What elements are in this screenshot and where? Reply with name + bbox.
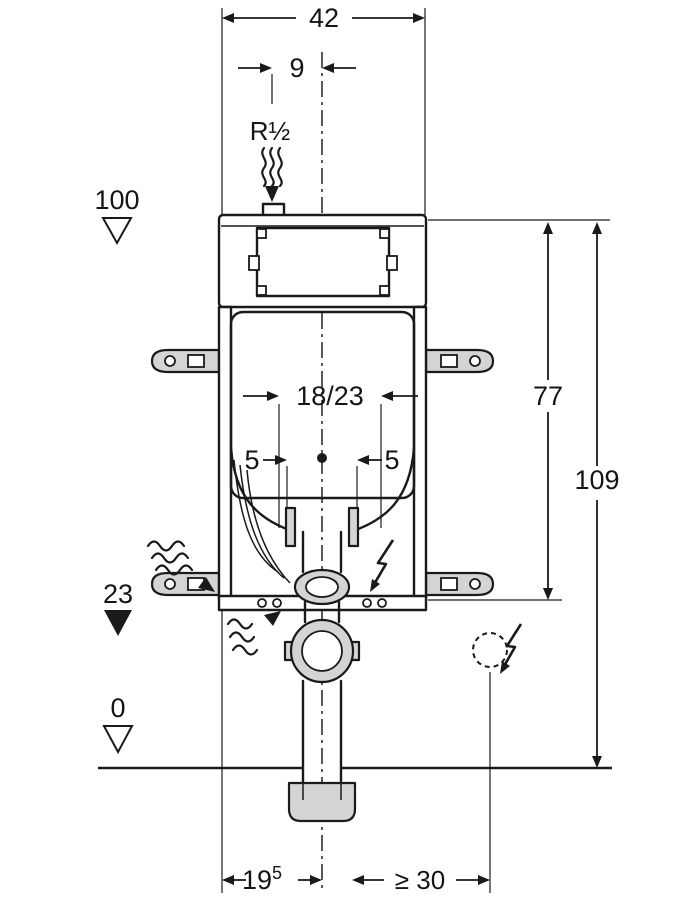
left-squiggle-arrow [146,540,215,592]
dim-frame-height: 77 [533,222,563,600]
dim-label-19: 19 [242,865,272,895]
dim-label-19-5: 195 [242,863,282,895]
dim-label-109: 109 [574,465,619,495]
dim-label-exp-5: 5 [272,863,282,883]
dim-foot-distance: 195 [222,863,322,895]
bracket-upper-right [424,348,495,374]
dim-label-100: 100 [94,185,139,215]
dim-label-77: 77 [533,381,563,411]
dim-label-ge-30: ≥ 30 [395,865,445,895]
center-dot [317,453,327,463]
dim-label-5-right: 5 [384,445,399,475]
access-box-opening [255,226,391,298]
dim-bend-depth: 18/23 [243,381,418,411]
level-triangle-open-top [101,217,133,246]
outlet-sleeve [287,781,357,823]
fill-hose-curves [233,459,279,573]
dim-label-supply-thread: R½ [250,116,290,146]
dim-label-18-23: 18/23 [296,381,364,411]
level-marker-100: 100 [94,185,140,246]
bracket-lower-right [424,571,495,597]
frame-rail-left [217,305,233,602]
drain-plumbing [283,530,361,823]
dim-label-42: 42 [309,3,339,33]
level-triangle-open-floor [102,725,134,755]
dim-label-9: 9 [289,53,304,83]
lightning-bolt-frame [370,539,395,592]
dim-label-23: 23 [103,579,133,609]
dim-center-offsets: 5 5 [244,445,399,475]
wall-brackets [150,348,495,597]
bracket-upper-left [150,348,221,374]
symbols [146,146,523,674]
mounting-frame [217,202,428,612]
dim-overall-width: 42 [222,3,425,33]
level-marker-23: 23 [103,579,133,636]
dim-total-height: 109 [574,222,620,768]
dim-supply-offset: 9 [238,53,356,83]
dim-label-0: 0 [110,693,125,723]
lower-squiggle-arrow [226,611,281,656]
cistern-body [229,310,416,500]
supply-squiggle-arrow [261,146,283,202]
level-marker-0: 0 [102,693,134,755]
dim-label-5-left: 5 [244,445,259,475]
dim-outlet-distance: ≥ 30 [352,865,490,895]
level-triangle-filled [104,610,132,636]
lightning-bolt-outlet [500,623,523,674]
power-outlet-dashed-circle [472,632,508,668]
frame-rail-right [412,305,428,602]
